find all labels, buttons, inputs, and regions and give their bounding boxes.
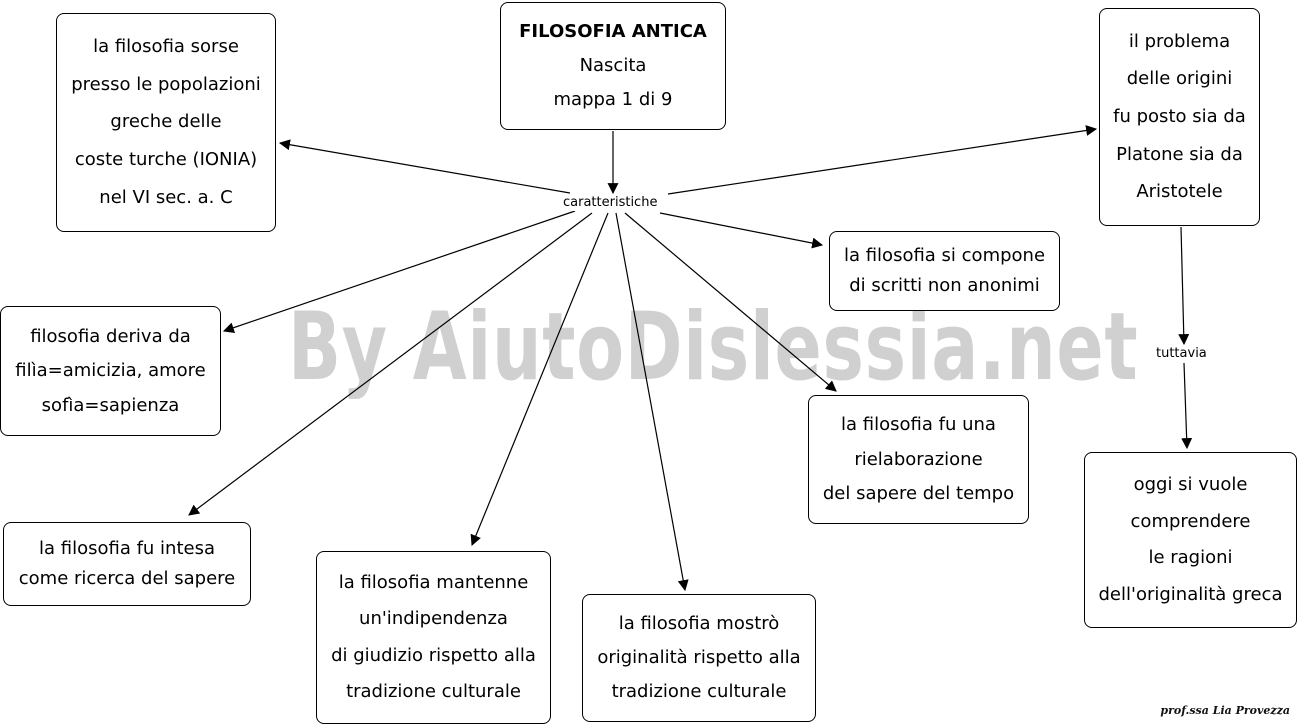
node-text-line: coste turche (IONIA) (74, 149, 258, 171)
node-text-line: un'indipendenza (359, 608, 508, 630)
node-text-line: la filosofia sorse (93, 35, 239, 57)
node-text-line: tradizione culturale (346, 680, 521, 702)
node-text-line: nel VI sec. a. C (99, 187, 233, 209)
link-label-however: tuttavia (1154, 346, 1209, 362)
node-text-line: greche delle (110, 111, 222, 133)
node-text-line: sofìa=sapienza (41, 394, 180, 416)
connector-however-to-today (1181, 362, 1193, 450)
node-text-line: la filosofia fu una (841, 414, 996, 436)
node-origin: la filosofia sorse presso le popolazioni… (56, 13, 276, 232)
node-text-line: Aristotele (1136, 181, 1223, 203)
connector-problem-to-however (1178, 226, 1190, 346)
connector-to-not-anonymous (659, 212, 824, 249)
node-text-line: tradizione culturale (611, 681, 787, 702)
node-text-line: rielaborazione (854, 448, 983, 470)
node-etymology: filosofia deriva da filìa=amicizia, amor… (0, 306, 221, 436)
node-text-line: del sapere del tempo (822, 482, 1015, 504)
node-text-line: la filosofia mantenne (338, 572, 529, 594)
node-text-line: filìa=amicizia, amore (15, 360, 206, 381)
node-originality: la filosofia mostrò originalità rispetto… (582, 594, 816, 722)
connector-to-originality (615, 212, 689, 592)
connector-to-problem (667, 125, 1098, 195)
node-text-line: la filosofia mostrò (618, 613, 780, 634)
node-text-line: come ricerca del sapere (18, 568, 236, 590)
node-text-line: oggi si vuole (1133, 473, 1248, 495)
link-label-characteristics: caratteristiche (561, 195, 660, 211)
node-today-understanding: oggi si vuole comprendere le ragioni del… (1084, 452, 1297, 628)
node-not-anonymous-writings: la filosofia si compone di scritti non a… (829, 231, 1060, 311)
author-signature: prof.ssa Lia Provezza (1160, 704, 1290, 717)
node-text-line: di giudizio rispetto alla (331, 644, 536, 666)
connector-to-independence (470, 212, 609, 547)
node-text-line: delle origini (1126, 68, 1233, 90)
node-title-subtitle: Nascita (579, 55, 647, 76)
node-rework-of-knowledge: la filosofia fu una rielaborazione del s… (808, 395, 1029, 524)
node-search-for-knowledge: la filosofia fu intesa come ricerca del … (3, 522, 251, 606)
node-text-line: la filosofia si compone (843, 245, 1046, 267)
node-title-heading: FILOSOFIA ANTICA (519, 21, 707, 42)
node-independence-of-judgment: la filosofia mantenne un'indipendenza di… (316, 551, 551, 724)
node-title-map-index: mappa 1 di 9 (553, 89, 673, 110)
connector-to-origin (278, 139, 571, 194)
node-text-line: la filosofia fu intesa (38, 537, 215, 559)
node-text-line: le ragioni (1148, 547, 1233, 569)
connector-to-rework (624, 212, 837, 392)
node-problem-of-origins: il problema delle origini fu posto sia d… (1099, 8, 1260, 226)
node-text-line: Platone sia da (1116, 143, 1243, 165)
node-text-line: originalità rispetto alla (597, 647, 801, 668)
connector-to-search (188, 212, 593, 516)
node-text-line: filosofia deriva da (30, 325, 191, 347)
node-text-line: di scritti non anonimi (849, 274, 1040, 296)
node-text-line: il problema (1128, 30, 1231, 52)
node-text-line: dell'originalità greca (1098, 584, 1283, 606)
node-filosofia-antica: FILOSOFIA ANTICA Nascita mappa 1 di 9 (500, 2, 726, 130)
node-text-line: presso le popolazioni (71, 73, 261, 95)
node-text-line: fu posto sia da (1113, 105, 1246, 127)
connector-to-etymology (222, 210, 576, 334)
node-text-line: comprendere (1130, 510, 1251, 532)
